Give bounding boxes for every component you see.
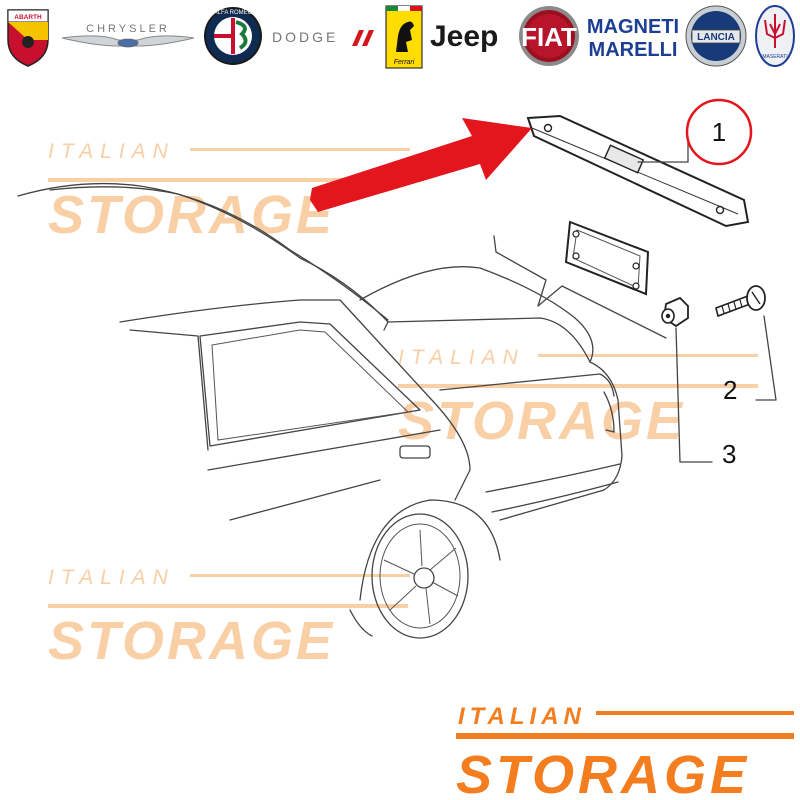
leader-line-part-1 bbox=[637, 135, 689, 163]
watermark-top-left: ITALIAN STORAGE bbox=[48, 140, 410, 245]
logo-line-2: STORAGE bbox=[456, 745, 750, 800]
part-1-brake-light-strip[interactable] bbox=[526, 114, 750, 228]
callout-label-3[interactable]: 3 bbox=[722, 439, 736, 469]
brand-logo-strip: ABARTH CHRYSLER ALFA ROMEO DODGE bbox=[7, 5, 795, 69]
marelli-wordmark: MARELLI bbox=[589, 39, 678, 61]
dodge-logo: DODGE bbox=[272, 29, 374, 46]
chrysler-logo: CHRYSLER bbox=[61, 23, 195, 48]
car-rear-drawing bbox=[17, 182, 623, 639]
part-3-nut[interactable] bbox=[661, 296, 689, 328]
ferrari-wordmark: Ferrari bbox=[394, 59, 415, 66]
abarth-logo: ABARTH bbox=[7, 9, 49, 67]
alfa-romeo-logo: ALFA ROMEO bbox=[204, 7, 262, 65]
callout-label-2[interactable]: 2 bbox=[723, 375, 737, 405]
italian-storage-logo: ITALIAN STORAGE bbox=[456, 703, 794, 800]
watermark-middle-right: ITALIAN STORAGE bbox=[398, 346, 758, 451]
assembly-bracket-line bbox=[493, 235, 667, 339]
lancia-wordmark: LANCIA bbox=[697, 32, 735, 43]
leader-line-part-3 bbox=[675, 327, 713, 463]
dodge-wordmark: DODGE bbox=[272, 29, 338, 45]
magneti-marelli-logo: MAGNETI MARELLI bbox=[587, 16, 679, 61]
callout-part-1[interactable]: 1 bbox=[685, 98, 753, 166]
red-pointer-arrow bbox=[310, 118, 532, 212]
svg-text:STORAGE: STORAGE bbox=[48, 611, 335, 671]
seal-plate[interactable] bbox=[564, 220, 650, 296]
fiat-wordmark: FIAT bbox=[521, 22, 577, 52]
lancia-logo: LANCIA bbox=[685, 5, 747, 67]
leader-line-part-2 bbox=[755, 315, 777, 401]
watermark-group: ITALIAN STORAGE ITALIAN STORAGE ITALIAN … bbox=[48, 140, 758, 671]
part-2-screw[interactable] bbox=[715, 285, 766, 318]
ferrari-logo: Ferrari bbox=[385, 5, 423, 69]
callout-label-1: 1 bbox=[712, 117, 726, 147]
svg-text:ITALIAN: ITALIAN bbox=[48, 140, 175, 163]
maserati-wordmark: MASERATI bbox=[762, 54, 787, 60]
abarth-wordmark: ABARTH bbox=[14, 14, 42, 21]
fiat-logo: FIAT bbox=[519, 6, 579, 66]
maserati-logo: MASERATI bbox=[755, 5, 795, 67]
alfa-romeo-wordmark: ALFA ROMEO bbox=[214, 10, 253, 16]
svg-text:STORAGE: STORAGE bbox=[398, 391, 685, 451]
magneti-wordmark: MAGNETI bbox=[587, 16, 679, 38]
svg-text:ITALIAN: ITALIAN bbox=[398, 346, 525, 369]
svg-text:STORAGE: STORAGE bbox=[48, 185, 335, 245]
callout-circle bbox=[685, 98, 753, 166]
logo-line-1: ITALIAN bbox=[458, 703, 586, 730]
svg-text:ITALIAN: ITALIAN bbox=[48, 566, 175, 589]
watermark-bottom-left: ITALIAN STORAGE bbox=[48, 566, 410, 671]
jeep-logo: Jeep bbox=[430, 20, 498, 53]
chrysler-wordmark: CHRYSLER bbox=[86, 23, 170, 35]
